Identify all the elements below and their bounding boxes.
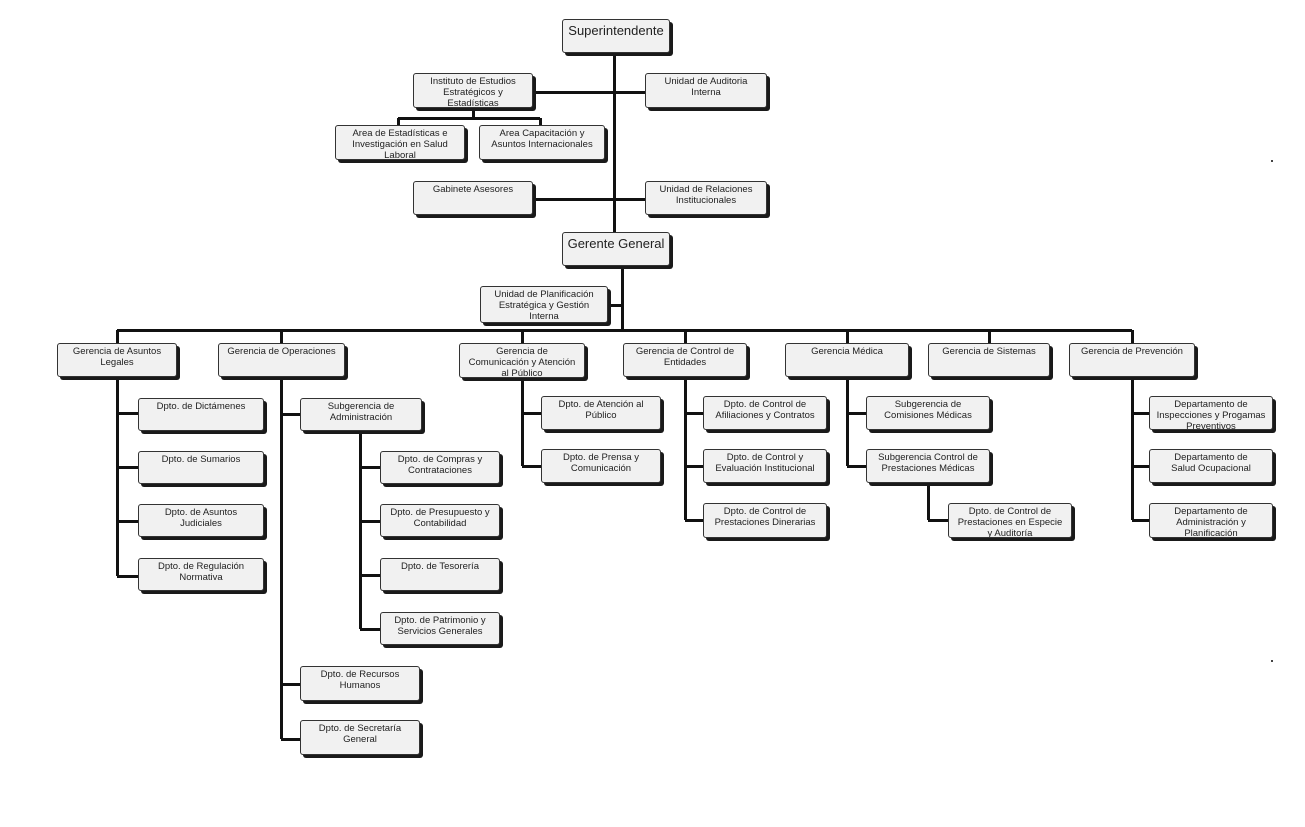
node-dpto-evaluacion-institucional: Dpto. de Control y Evaluación Institucio… <box>703 449 827 483</box>
connector-line <box>280 377 283 739</box>
node-dpto-asuntos-judiciales: Dpto. de Asuntos Judiciales <box>138 504 264 537</box>
connector-line <box>847 465 866 468</box>
connector-line <box>360 628 380 631</box>
connector-line <box>533 91 645 94</box>
node-dpto-sumarios: Dpto. de Sumarios <box>138 451 264 484</box>
connector-line <box>1132 465 1149 468</box>
node-dpto-regulacion-normativa: Dpto. de Regulación Normativa <box>138 558 264 591</box>
node-depto-salud-ocupacional: Departamento de Salud Ocupacional <box>1149 449 1273 483</box>
connector-line <box>685 519 703 522</box>
connector-line <box>928 519 948 522</box>
connector-line <box>684 377 687 520</box>
node-dpto-secretaria-general: Dpto. de Secretaría General <box>300 720 420 755</box>
connector-line <box>117 575 138 578</box>
node-area-capacitacion: Area Capacitación y Asuntos Internaciona… <box>479 125 605 160</box>
node-gerencia-medica: Gerencia Médica <box>785 343 909 377</box>
node-dpto-prensa: Dpto. de Prensa y Comunicación <box>541 449 661 483</box>
connector-line <box>281 683 300 686</box>
connector-line <box>360 574 380 577</box>
node-dpto-prestaciones-especie: Dpto. de Control de Prestaciones en Espe… <box>948 503 1072 538</box>
connector-line <box>685 412 703 415</box>
connector-line <box>398 117 540 120</box>
connector-line <box>608 304 622 307</box>
connector-line <box>281 738 300 741</box>
connector-line <box>280 330 283 343</box>
node-gerencia-asuntos-legales: Gerencia de Asuntos Legales <box>57 343 177 377</box>
connector-line <box>684 330 687 343</box>
connector-line <box>685 465 703 468</box>
connector-line <box>539 118 542 125</box>
node-gerente-general: Gerente General <box>562 232 670 266</box>
node-gerencia-comunicacion: Gerencia de Comunicación y Atención al P… <box>459 343 585 378</box>
node-subgerencia-comisiones-medicas: Subgerencia de Comisiones Médicas <box>866 396 990 430</box>
connector-line <box>522 412 541 415</box>
node-area-estadisticas: Area de Estadísticas e Investigación en … <box>335 125 465 160</box>
node-dpto-prestaciones-dinerarias: Dpto. de Control de Prestaciones Dinerar… <box>703 503 827 538</box>
node-instituto-estudios: Instituto de Estudios Estratégicos y Est… <box>413 73 533 108</box>
node-dpto-tesoreria: Dpto. de Tesorería <box>380 558 500 591</box>
connector-line <box>521 378 524 466</box>
node-subgerencia-administracion: Subgerencia de Administración <box>300 398 422 431</box>
node-depto-administracion-planificacion: Departamento de Administración y Planifi… <box>1149 503 1273 538</box>
node-gerencia-operaciones: Gerencia de Operaciones <box>218 343 345 377</box>
connector-line <box>116 330 119 343</box>
node-depto-inspecciones: Departamento de Inspecciones y Progamas … <box>1149 396 1273 430</box>
node-dpto-presupuesto: Dpto. de Presupuesto y Contabilidad <box>380 504 500 537</box>
node-relaciones-institucionales: Unidad de Relaciones Institucionales <box>645 181 767 215</box>
connector-line <box>522 465 541 468</box>
node-dpto-afiliaciones: Dpto. de Control de Afiliaciones y Contr… <box>703 396 827 430</box>
node-dpto-patrimonio: Dpto. de Patrimonio y Servicios Generale… <box>380 612 500 645</box>
node-dpto-dictamenes: Dpto. de Dictámenes <box>138 398 264 431</box>
connector-line <box>621 266 624 330</box>
connector-line <box>359 431 362 629</box>
connector-line <box>116 377 119 576</box>
stray-dot <box>1271 660 1273 662</box>
connector-line <box>117 412 138 415</box>
connector-line <box>521 330 524 343</box>
node-gerencia-control-entidades: Gerencia de Control de Entidades <box>623 343 747 377</box>
connector-line <box>533 198 645 201</box>
connector-line <box>613 53 616 232</box>
node-dpto-compras: Dpto. de Compras y Contrataciones <box>380 451 500 484</box>
connector-line <box>117 466 138 469</box>
connector-line <box>360 520 380 523</box>
node-gabinete-asesores: Gabinete Asesores <box>413 181 533 215</box>
connector-line <box>1132 412 1149 415</box>
node-planificacion-estrategica: Unidad de Planificación Estratégica y Ge… <box>480 286 608 323</box>
connector-line <box>360 466 380 469</box>
node-gerencia-sistemas: Gerencia de Sistemas <box>928 343 1050 377</box>
connector-line <box>1131 377 1134 520</box>
connector-line <box>117 329 1132 332</box>
node-gerencia-prevencion: Gerencia de Prevención <box>1069 343 1195 377</box>
node-auditoria-interna: Unidad de Auditoria Interna <box>645 73 767 108</box>
connector-line <box>927 483 930 520</box>
node-dpto-recursos-humanos: Dpto. de Recursos Humanos <box>300 666 420 701</box>
connector-line <box>1131 330 1134 343</box>
node-dpto-atencion-publico: Dpto. de Atención al Público <box>541 396 661 430</box>
connector-line <box>472 108 475 118</box>
stray-dot <box>1271 160 1273 162</box>
connector-line <box>1132 519 1149 522</box>
connector-line <box>846 330 849 343</box>
connector-line <box>281 413 300 416</box>
connector-line <box>988 330 991 343</box>
node-subgerencia-prestaciones-medicas: Subgerencia Control de Prestaciones Médi… <box>866 449 990 483</box>
node-superintendente: Superintendente <box>562 19 670 53</box>
connector-line <box>397 118 400 125</box>
connector-line <box>847 412 866 415</box>
connector-line <box>117 520 138 523</box>
connector-line <box>846 377 849 466</box>
